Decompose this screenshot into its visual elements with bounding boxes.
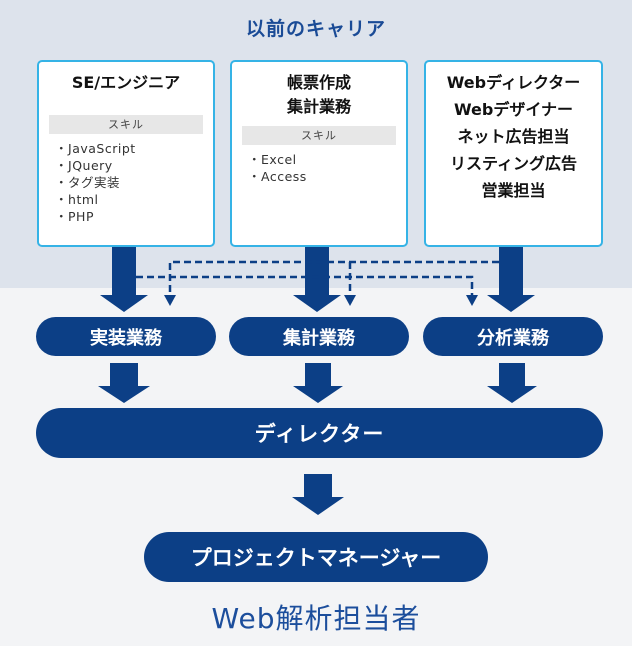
skill-item: JQuery xyxy=(55,157,213,174)
down-arrow xyxy=(293,363,343,403)
dashed-arrowhead xyxy=(344,295,356,306)
career-title: SE/エンジニア xyxy=(71,73,181,92)
down-arrow xyxy=(487,247,535,312)
task-analysis: 分析業務 xyxy=(423,317,603,356)
career-box-web-roles: Webディレクター Webデザイナー ネット広告担当 リスティング広告 営業担当 xyxy=(424,60,603,247)
skill-item: JavaScript xyxy=(55,140,213,157)
skill-item: Excel xyxy=(248,151,406,168)
skill-list: JavaScript JQuery タグ実装 html PHP xyxy=(55,140,213,225)
director-role: ディレクター xyxy=(36,408,603,458)
task-aggregation: 集計業務 xyxy=(229,317,409,356)
skill-list: Excel Access xyxy=(248,151,406,185)
skill-item: タグ実装 xyxy=(55,174,213,191)
dashed-arrowhead xyxy=(466,295,478,306)
skill-item: html xyxy=(55,191,213,208)
career-title: 帳票作成 集計業務 xyxy=(286,73,351,116)
skill-item: PHP xyxy=(55,208,213,225)
project-manager-role: プロジェクトマネージャー xyxy=(144,532,488,582)
dashed-arrowhead xyxy=(164,295,176,306)
dashed-crosslinks xyxy=(136,260,499,296)
task-implementation: 実装業務 xyxy=(36,317,216,356)
skill-label: スキル xyxy=(49,115,203,134)
career-title: Webディレクター Webデザイナー ネット広告担当 リスティング広告 営業担当 xyxy=(446,73,581,200)
down-arrow xyxy=(487,363,537,403)
career-box-se-engineer: SE/エンジニア スキル JavaScript JQuery タグ実装 html… xyxy=(37,60,215,247)
down-arrow xyxy=(292,474,344,515)
down-arrow xyxy=(293,247,341,312)
web-analyst-title: Web解析担当者 xyxy=(211,602,421,635)
section-title: 以前のキャリア xyxy=(245,18,386,40)
down-arrow xyxy=(100,247,148,312)
skill-label: スキル xyxy=(242,126,396,145)
career-box-report-aggregation: 帳票作成 集計業務 スキル Excel Access xyxy=(230,60,408,247)
down-arrow xyxy=(98,363,150,403)
skill-item: Access xyxy=(248,168,406,185)
